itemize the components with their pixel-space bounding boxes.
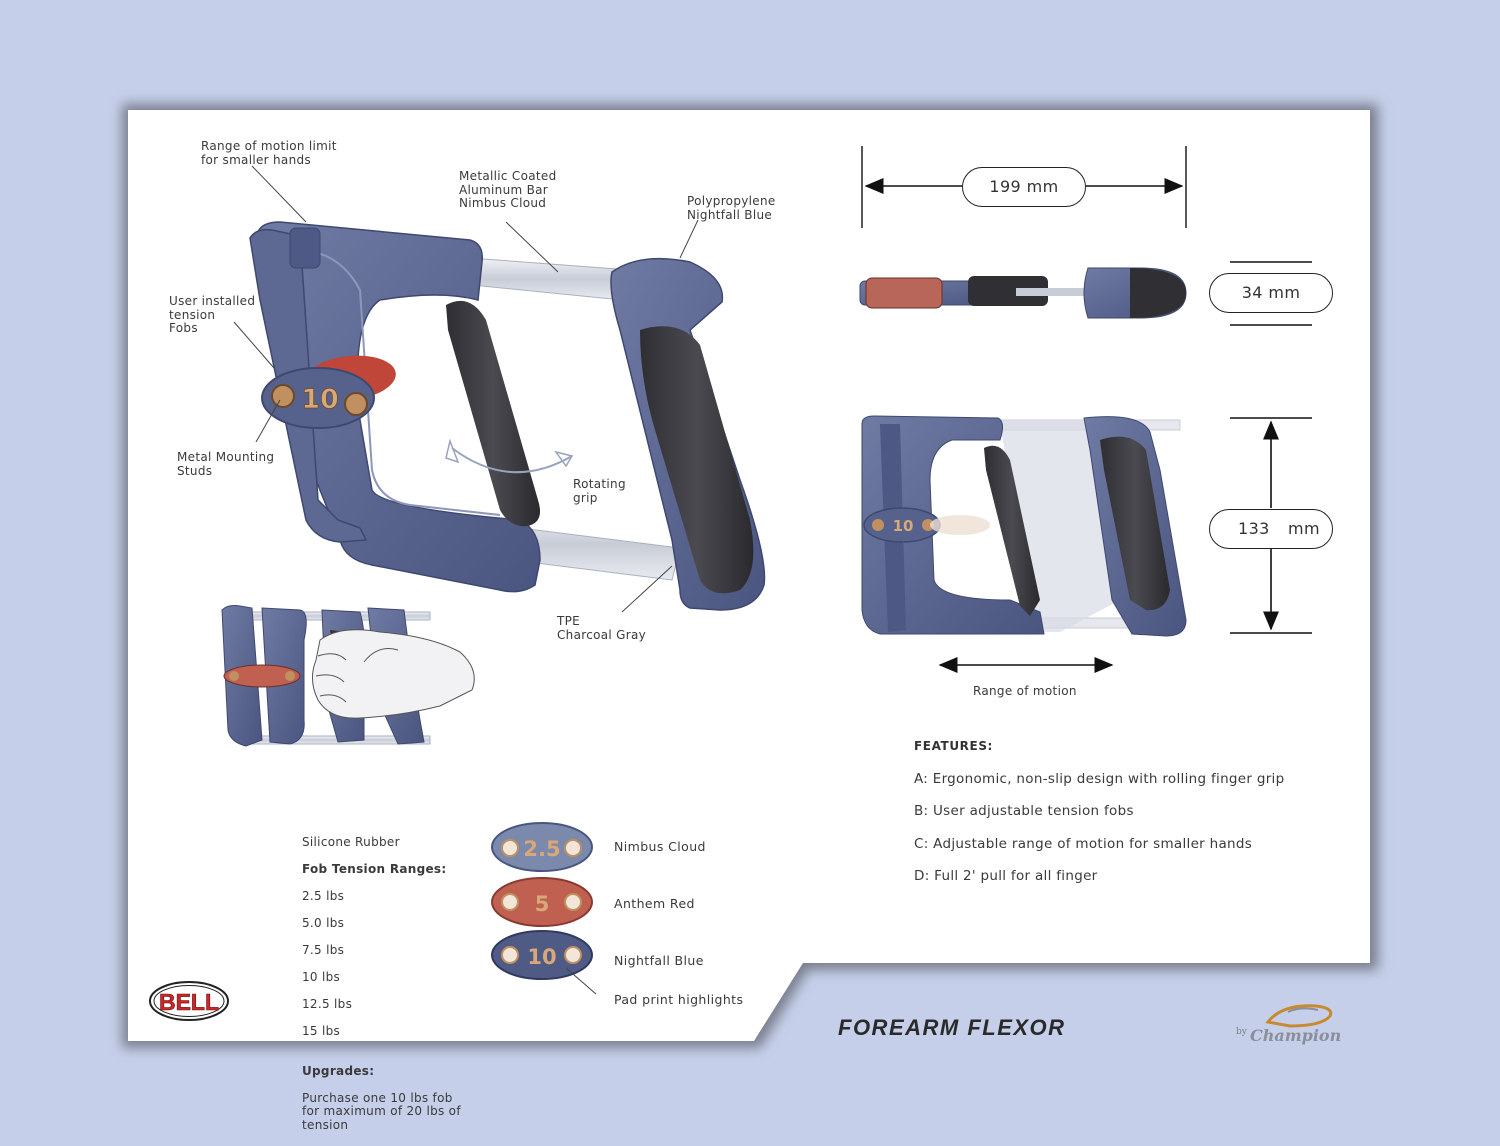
feature-item-d: D: Full 2' pull for all finger [914, 868, 1098, 884]
champion-logo [1265, 1004, 1333, 1028]
main-fob-number: 10 [301, 384, 339, 415]
swatch-name-2: Anthem Red [614, 896, 695, 911]
bell-logo-text: BELL [159, 989, 219, 1015]
specs-block: Silicone Rubber Fob Tension Ranges: 2.5 … [302, 822, 461, 1146]
top-view-render [859, 146, 1187, 319]
swatch-name-3: Nightfall Blue [614, 953, 704, 968]
specs-range-1: 2.5 lbs [302, 888, 345, 903]
specs-ranges-title: Fob Tension Ranges: [302, 861, 447, 876]
specs-upgrades-text: Purchase one 10 lbs fob for maximum of 2… [302, 1090, 461, 1132]
specs-material: Silicone Rubber [302, 834, 400, 849]
specs-range-5: 12.5 lbs [302, 996, 353, 1011]
height-dimension-value: 133 [1238, 519, 1270, 538]
callout-range-limit: Range of motion limit for smaller hands [201, 139, 337, 167]
feature-item-b: B: User adjustable tension fobs [914, 803, 1134, 819]
specs-range-3: 7.5 lbs [302, 942, 345, 957]
side-fob-number: 10 [893, 517, 914, 535]
main-product-render: 10 [249, 221, 766, 611]
height-dimension-unit: mm [1288, 519, 1320, 538]
callout-tension-fobs: User installed tension Fobs [169, 294, 256, 335]
callout-mounting-studs: Metal Mounting Studs [177, 450, 275, 478]
champion-by: by [1236, 1027, 1248, 1037]
callout-rotating-grip: Rotating grip [573, 477, 626, 505]
champion-wordmark: Champion [1250, 1026, 1341, 1045]
height-dimension [1230, 417, 1312, 634]
feature-item-c: C: Adjustable range of motion for smalle… [914, 836, 1253, 852]
features-title: FEATURES: [914, 739, 993, 753]
callout-lines [233, 165, 699, 613]
specs-range-6: 15 lbs [302, 1023, 341, 1038]
width-dimension-value: 199 mm [962, 167, 1086, 207]
callout-metal-bar: Metallic Coated Aluminum Bar Nimbus Clou… [459, 169, 557, 210]
depth-dimension [1230, 261, 1312, 326]
specs-upgrades-title: Upgrades: [302, 1063, 375, 1078]
swatch-name-1: Nimbus Cloud [614, 839, 706, 854]
swatch-number-2: 5 [535, 892, 550, 916]
swatch-number-1: 2.5 [523, 837, 560, 861]
callout-polypropylene: Polypropylene Nightfall Blue [687, 194, 776, 222]
hand-usage-render [221, 605, 475, 747]
range-of-motion-label: Range of motion [973, 684, 1077, 698]
specs-range-4: 10 lbs [302, 969, 341, 984]
product-title: FOREARM FLEXOR [838, 1015, 1066, 1040]
side-view-render [861, 415, 1187, 673]
feature-item-a: A: Ergonomic, non-slip design with rolli… [914, 771, 1285, 787]
swatch-number-3: 10 [527, 945, 556, 969]
bell-logo [149, 981, 229, 1021]
callout-tpe: TPE Charcoal Gray [557, 614, 647, 642]
depth-dimension-value: 34 mm [1209, 273, 1333, 313]
height-dimension-box: 133 mm [1209, 509, 1333, 549]
swatch-fobs [491, 822, 597, 995]
specs-range-2: 5.0 lbs [302, 915, 345, 930]
pad-print-label: Pad print highlights [614, 992, 744, 1007]
